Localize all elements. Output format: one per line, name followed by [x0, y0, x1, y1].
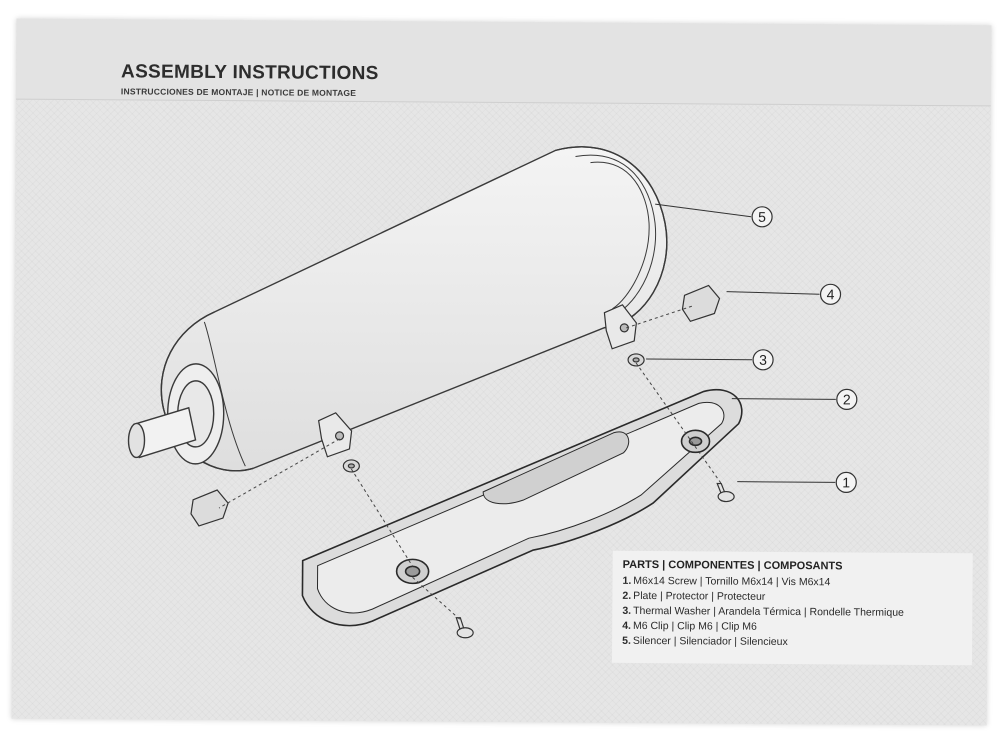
- callout-2: 2: [836, 388, 858, 411]
- assembly-guide-lines: [218, 304, 722, 621]
- parts-list: 1.M6x14 Screw | Tornillo M6x14 | Vis M6x…: [622, 574, 963, 651]
- callout-3-label: 3: [759, 352, 767, 368]
- callout-5: 5: [751, 206, 773, 228]
- callout-leaders: [646, 203, 836, 483]
- parts-heading: PARTS | COMPONENTES | COMPOSANTS: [622, 558, 843, 573]
- part-number: 2.: [622, 589, 632, 602]
- thermal-washers: [342, 353, 645, 473]
- m6-clip-front: [190, 489, 229, 527]
- m6-clip-rear: [681, 284, 721, 323]
- callout-2-label: 2: [843, 391, 851, 407]
- callout-1: 1: [835, 471, 857, 494]
- instruction-sheet: ASSEMBLY INSTRUCTIONS INSTRUCCIONES DE M…: [11, 18, 992, 726]
- part-description: M6x14 Screw | Tornillo M6x14 | Vis M6x14: [633, 574, 831, 589]
- parts-list-panel: PARTS | COMPONENTES | COMPOSANTS 1.M6x14…: [611, 550, 973, 666]
- part-description: Silencer | Silenciador | Silencieux: [632, 634, 788, 649]
- callout-1-label: 1: [842, 474, 850, 490]
- parts-list-item: 5.Silencer | Silenciador | Silencieux: [622, 634, 962, 651]
- silencer-illustration: [127, 146, 668, 472]
- part-description: Thermal Washer | Arandela Térmica | Rond…: [633, 604, 904, 619]
- part-number: 4.: [622, 619, 632, 632]
- callout-4: 4: [819, 283, 842, 305]
- callout-4-label: 4: [827, 286, 835, 302]
- part-description: Plate | Protector | Protecteur: [633, 589, 766, 603]
- part-number: 1.: [622, 574, 632, 587]
- part-number: 3.: [622, 604, 632, 617]
- callout-5-label: 5: [758, 209, 766, 225]
- callout-3: 3: [752, 349, 774, 371]
- part-number: 5.: [622, 634, 631, 647]
- exploded-assembly-diagram: 5 4 3 2 1: [127, 146, 858, 639]
- silencer-bracket-rear: [603, 304, 637, 350]
- part-description: M6 Clip | Clip M6 | Clip M6: [632, 619, 757, 633]
- m6x14-screws: [455, 482, 735, 639]
